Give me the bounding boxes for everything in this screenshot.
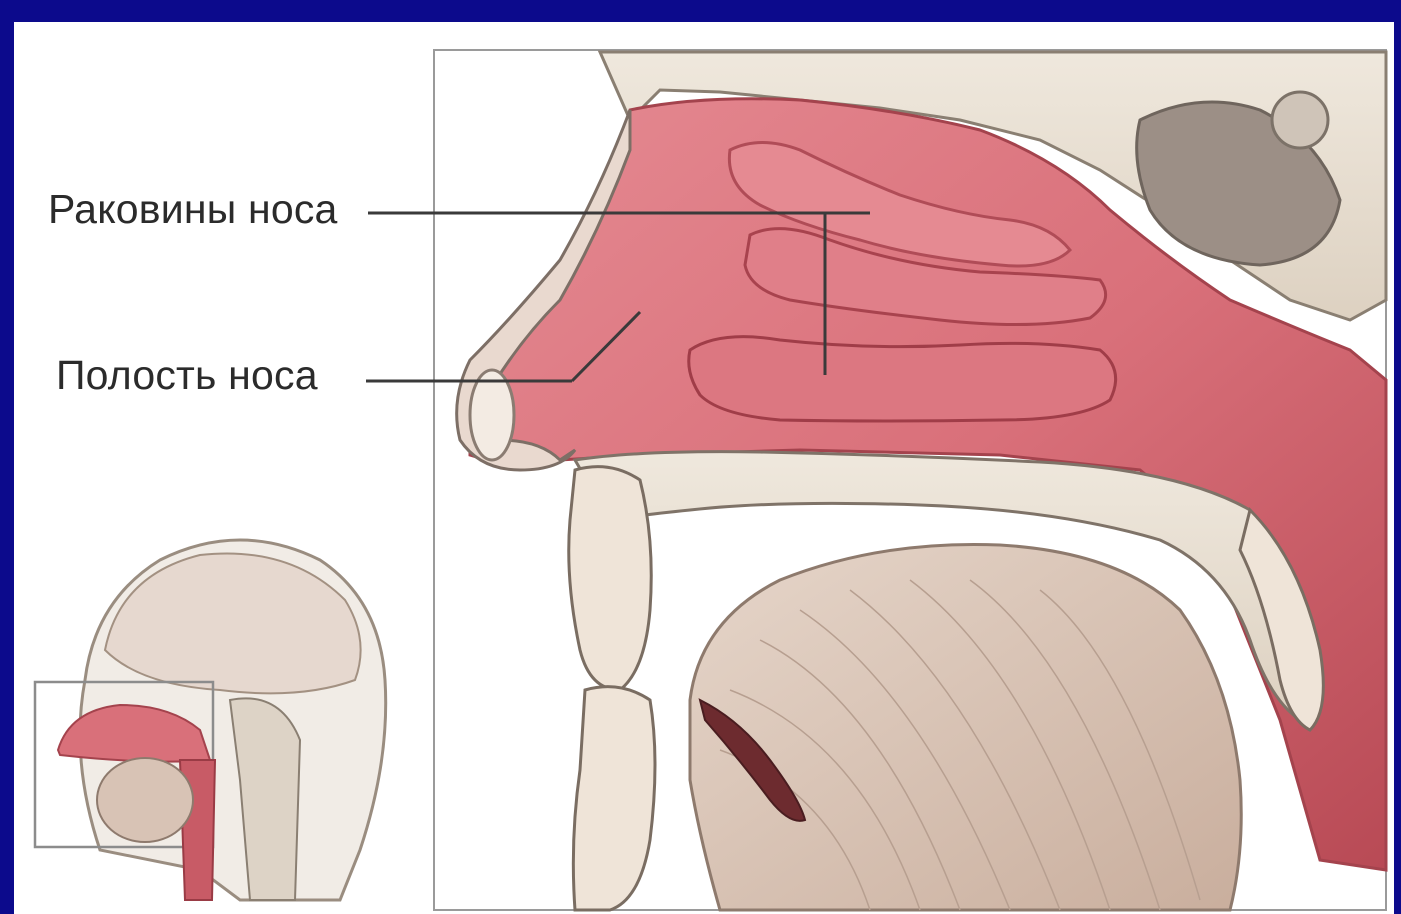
sinus-round-structure (1272, 92, 1328, 148)
inset-tongue (97, 758, 193, 842)
label-nasal-conchae: Раковины носа (48, 186, 338, 233)
inset-head-thumbnail (35, 540, 386, 900)
label-nasal-cavity: Полость носа (56, 352, 318, 399)
inferior-concha (689, 337, 1116, 421)
tongue (690, 544, 1241, 910)
nasal-ala (470, 370, 514, 460)
upper-lip (569, 467, 652, 690)
